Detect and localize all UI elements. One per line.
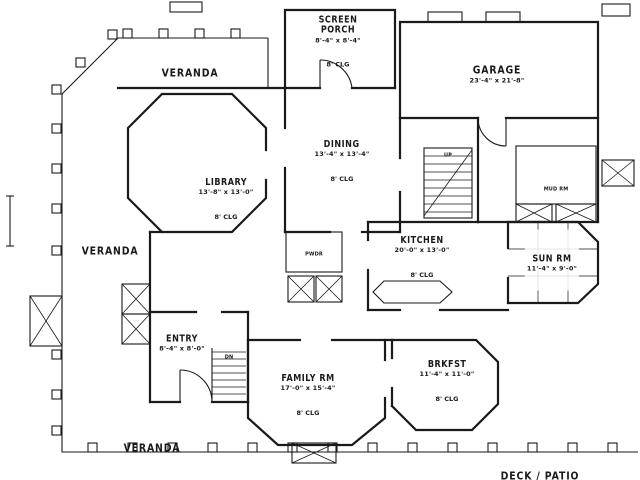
room-dims: 11'-4" x 9'-0" [526,264,578,273]
room-name: ENTRY [166,333,198,345]
room-note: 8' CLG [214,213,238,222]
room-name: DECK / PATIO [500,469,580,480]
room-dims: 17'-0" x 15'-4" [280,384,336,393]
room-label-library: LIBRARY 13'-8" x 13'-0" 8' CLG [198,153,253,239]
stair-direction: UP [443,152,453,158]
room-name: GARAGE [472,63,522,77]
room-label-dining: DINING 13'-4" x 13'-4" 8' CLG [314,115,369,201]
interior-walls [121,86,600,447]
stair-label-up: UP [444,124,453,159]
room-note: 8' CLG [330,175,354,184]
room-label-veranda-left: VERANDA [77,222,144,257]
room-dims: 8'-4" x 8'-0" [159,344,205,353]
room-dims: 8'-4" x 8'-4" [315,36,361,45]
room-note: 8' CLG [296,409,320,418]
door-swings [179,59,507,403]
room-name: MUD RM [543,186,569,192]
room-label-sun-rm: SUN RM 11'-4" x 9'-0" [524,229,580,291]
room-name: SCREEN PORCH [318,14,358,36]
room-label-screen-porch: SCREEN PORCH 8'-4" x 8'-4" 8' CLG [315,0,361,87]
room-name: PWDR [305,251,323,257]
room-label-entry: ENTRY 8'-4" x 8'-0" [159,310,205,371]
room-label-veranda-top: VERANDA [157,44,224,79]
stair-label-dn: DN [224,326,234,361]
room-label-deck-patio: DECK / PATIO [494,447,587,480]
room-label-veranda-bottom: VERANDA [119,419,186,454]
room-label-family-rm: FAMILY RM 17'-0" x 15'-4" 8' CLG [277,349,340,435]
room-name: KITCHEN [400,234,444,246]
room-name: BRKFST [427,358,467,370]
entry-stairs [211,348,246,400]
room-note: 8' CLG [326,60,350,69]
room-label-garage: GARAGE 23'-4" x 21'-8" [468,42,525,103]
room-name: FAMILY RM [281,372,335,384]
room-note: 8' CLG [435,395,459,404]
stair-direction: DN [224,354,234,360]
room-name: VERANDA [161,66,219,79]
room-name: LIBRARY [205,176,247,188]
room-name: VERANDA [81,244,139,257]
room-label-kitchen: KITCHEN 20'-0" x 13'-0" 8' CLG [394,211,449,297]
kitchen-island [372,280,453,304]
room-dims: 13'-8" x 13'-0" [198,188,254,197]
room-dims: 23'-4" x 21'-8" [469,76,525,85]
room-name: VERANDA [123,441,181,454]
room-name: SUN RM [532,253,572,265]
room-dims: 11'-4" x 11'-0" [419,370,475,379]
main-stairs [423,147,473,219]
room-name: DINING [324,138,360,150]
room-label-mud-rm: MUD RM [542,158,569,193]
fireplace [291,442,337,464]
room-label-brkfst: BRKFST 11'-4" x 11'-0" 8' CLG [419,335,474,421]
room-dims: 13'-4" x 13'-4" [314,150,370,159]
room-dims: 20'-0" x 13'-0" [394,246,450,255]
veranda-railing-posts [51,28,618,453]
exterior-walls [116,1,635,224]
room-label-pwdr: PWDR [304,223,324,258]
room-note: 8' CLG [410,271,434,280]
